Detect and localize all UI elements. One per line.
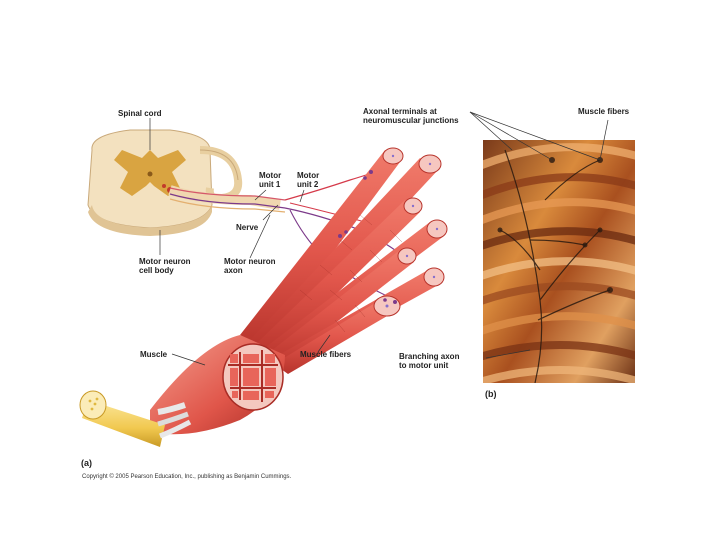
copyright-notice: Copyright © 2005 Pearson Education, Inc.… xyxy=(82,474,292,480)
panel-label-a: (a) xyxy=(81,458,92,468)
label-muscle: Muscle xyxy=(140,350,168,359)
label-motor-unit-2: Motor unit 2 xyxy=(297,171,320,189)
leader-lines-a xyxy=(149,118,331,366)
label-muscle-fibers-a: Muscle fibers xyxy=(300,350,352,359)
nerve xyxy=(168,185,286,213)
tendon xyxy=(79,390,192,447)
label-muscle-fibers-b: Muscle fibers xyxy=(578,107,630,116)
label-branching-axon: Branching axon to motor unit xyxy=(399,352,460,370)
label-motor-unit-1: Motor unit 1 xyxy=(259,171,282,189)
label-axonal-terminals: Axonal terminals at neuromuscular juncti… xyxy=(363,107,459,125)
leader-lines-b xyxy=(469,111,609,359)
panel-label-b: (b) xyxy=(485,389,497,399)
micrograph xyxy=(483,140,635,383)
label-nerve: Nerve xyxy=(236,223,259,232)
label-spinal-cord: Spinal cord xyxy=(118,109,162,118)
label-motor-neuron-cell-body: Motor neuron cell body xyxy=(139,257,191,275)
spinal-cord xyxy=(87,129,213,236)
label-motor-neuron-axon: Motor neuron axon xyxy=(224,257,276,275)
muscle-fibers-a xyxy=(240,147,448,374)
muscle xyxy=(150,335,285,435)
